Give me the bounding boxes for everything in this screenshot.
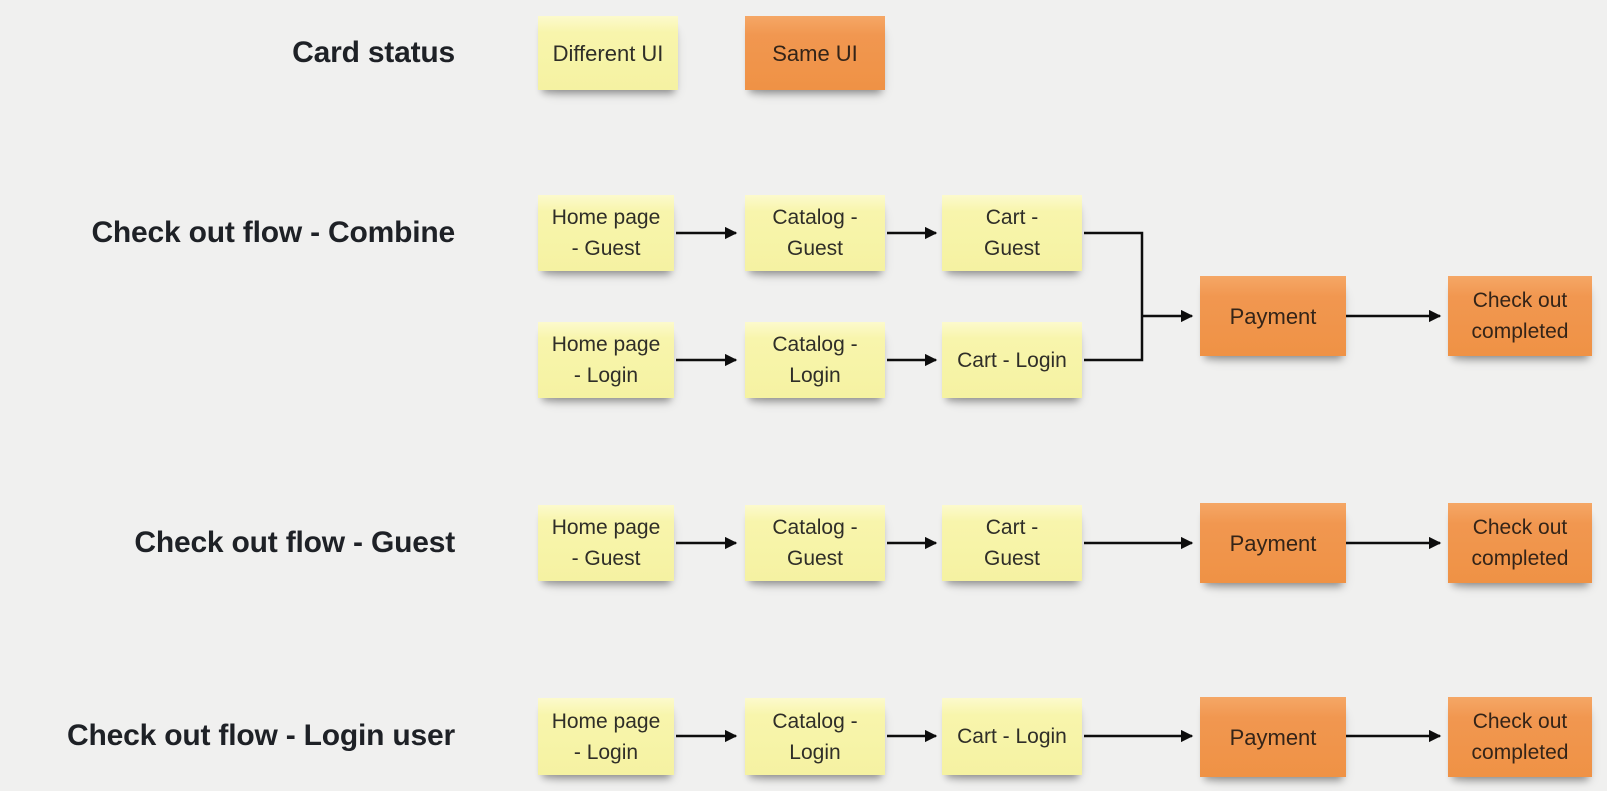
note-login-checkout-completed[interactable]: Check out completed [1448,697,1592,777]
note-legend-different-ui[interactable]: Different UI [538,16,678,90]
note-combine-catalog-login[interactable]: Catalog - Login [745,322,885,398]
note-combine-home-page-login[interactable]: Home page - Login [538,322,674,398]
note-combine-catalog-guest[interactable]: Catalog - Guest [745,195,885,271]
connector-combine-merge-bracket [1084,231,1144,362]
flow-title-combine: Check out flow - Combine [91,216,455,249]
note-combine-checkout-completed[interactable]: Check out completed [1448,276,1592,356]
note-guest-catalog[interactable]: Catalog - Guest [745,505,885,581]
note-login-cart[interactable]: Cart - Login [942,698,1082,775]
note-guest-cart[interactable]: Cart - Guest [942,505,1082,581]
flow-title-guest: Check out flow - Guest [134,526,455,559]
note-guest-payment[interactable]: Payment [1200,503,1346,583]
note-login-home-page[interactable]: Home page - Login [538,698,674,775]
note-legend-same-ui[interactable]: Same UI [745,16,885,90]
note-combine-home-page-guest[interactable]: Home page - Guest [538,195,674,271]
legend-title: Card status [292,36,455,69]
note-combine-payment[interactable]: Payment [1200,276,1346,356]
note-guest-home-page[interactable]: Home page - Guest [538,505,674,581]
note-guest-checkout-completed[interactable]: Check out completed [1448,503,1592,583]
note-login-payment[interactable]: Payment [1200,697,1346,777]
note-combine-cart-login[interactable]: Cart - Login [942,322,1082,398]
note-login-catalog[interactable]: Catalog - Login [745,698,885,775]
note-combine-cart-guest[interactable]: Cart - Guest [942,195,1082,271]
flow-title-login: Check out flow - Login user [67,719,455,752]
